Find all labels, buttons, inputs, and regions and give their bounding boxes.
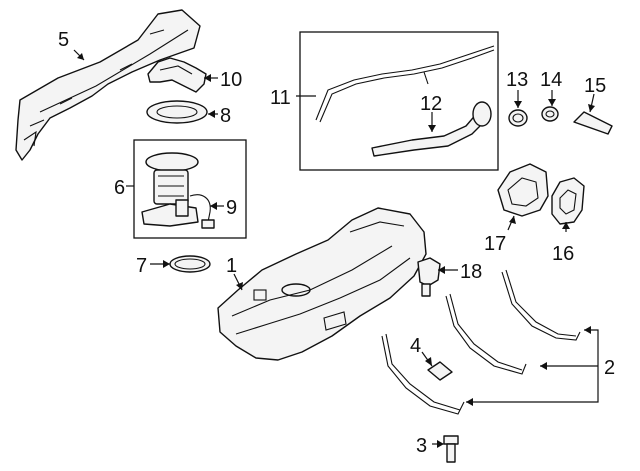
part-breather-tube[interactable] xyxy=(315,45,495,123)
callout-11: 11 xyxy=(270,87,291,109)
part-grommet[interactable] xyxy=(541,106,559,122)
filler-neck-frame xyxy=(299,31,499,171)
part-bracket[interactable] xyxy=(147,57,207,93)
callout-1: 1 xyxy=(226,255,237,277)
part-lock-ring[interactable] xyxy=(146,100,208,124)
part-fuel-pump-module[interactable] xyxy=(141,152,199,227)
part-wiring-harness[interactable] xyxy=(189,194,215,229)
part-filler-housing[interactable] xyxy=(497,163,549,217)
callout-12: 12 xyxy=(420,93,442,115)
part-fuel-door[interactable] xyxy=(551,177,585,225)
callout-16: 16 xyxy=(552,243,574,265)
part-seal[interactable] xyxy=(508,109,528,127)
callout-7: 7 xyxy=(136,255,147,277)
callout-2: 2 xyxy=(604,357,615,379)
pump-module-frame xyxy=(133,139,247,239)
callout-6: 6 xyxy=(114,177,125,199)
callout-13: 13 xyxy=(506,69,528,91)
part-tank-straps[interactable] xyxy=(381,269,581,415)
callout-10: 10 xyxy=(220,69,242,91)
callout-15: 15 xyxy=(584,75,606,97)
callout-5: 5 xyxy=(58,29,69,51)
part-bolt[interactable] xyxy=(443,435,459,463)
leader-arrowheads xyxy=(77,53,595,448)
part-sensor[interactable] xyxy=(417,257,441,297)
part-gasket[interactable] xyxy=(169,255,211,273)
callout-18: 18 xyxy=(460,261,482,283)
callout-3: 3 xyxy=(416,435,427,457)
part-filler-pipe[interactable] xyxy=(371,101,492,157)
callout-17: 17 xyxy=(484,233,506,255)
callout-labels: 5 10 8 6 9 7 1 11 12 13 14 15 17 16 18 4… xyxy=(58,29,615,457)
callout-8: 8 xyxy=(220,105,231,127)
callout-9: 9 xyxy=(226,197,237,219)
part-heat-shield[interactable] xyxy=(15,9,201,161)
part-fuel-tank[interactable] xyxy=(217,207,427,361)
part-tether[interactable] xyxy=(573,111,613,135)
callout-4: 4 xyxy=(410,335,421,357)
part-clip[interactable] xyxy=(427,361,453,381)
callout-14: 14 xyxy=(540,69,562,91)
